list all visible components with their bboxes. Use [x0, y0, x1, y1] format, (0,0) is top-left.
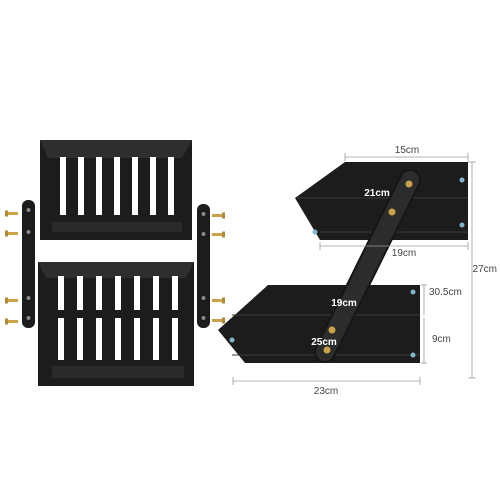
top-shelf-screw	[459, 177, 465, 183]
bottom-basket-slot	[172, 276, 178, 310]
screw-icon	[328, 326, 336, 334]
label-front-height: 9cm	[432, 334, 451, 345]
strap-bar	[22, 200, 35, 328]
strap-face	[316, 171, 419, 361]
screw-icon	[5, 210, 18, 217]
top-shelf-body	[295, 162, 468, 240]
screw-icon	[212, 231, 225, 238]
screw-icon	[405, 180, 413, 188]
top-shelf-screw	[459, 222, 465, 228]
bottom-basket-slot	[96, 276, 102, 310]
screw-icon	[5, 230, 18, 237]
label-top-inner-width: 21cm	[364, 188, 390, 199]
bottom-basket-slot	[134, 276, 140, 310]
top-basket-slot	[168, 157, 174, 215]
bottom-basket	[38, 262, 194, 386]
bottom-basket-slot	[115, 318, 121, 360]
strap-hole	[201, 232, 206, 236]
strap-hole	[26, 208, 31, 212]
label-bottom-inner-width: 19cm	[331, 298, 357, 309]
diagonal-strap	[314, 169, 421, 363]
left-strap	[22, 200, 35, 328]
bottom-shelf-screw	[410, 289, 416, 295]
bottom-basket-slot	[134, 318, 140, 360]
screw-icon	[212, 317, 225, 324]
screw-icon	[388, 208, 396, 216]
top-basket-slot	[132, 157, 138, 215]
top-basket	[40, 140, 192, 240]
bottom-basket-slot	[77, 276, 83, 310]
bottom-shelf-screw	[410, 352, 416, 358]
screw-icon	[212, 212, 225, 219]
bottom-basket-slot	[58, 318, 64, 360]
bottom-basket-slot	[153, 276, 159, 310]
bottom-basket-slot	[58, 276, 64, 310]
top-shelf-screw	[312, 229, 318, 235]
screw-icon	[5, 318, 18, 325]
label-base-width: 23cm	[314, 386, 338, 397]
right-strap	[197, 204, 210, 328]
strap-hole	[26, 316, 31, 320]
top-basket-slot	[78, 157, 84, 215]
strap-hole	[201, 296, 206, 300]
top-basket-rim	[40, 140, 192, 158]
strap-hole	[26, 296, 31, 300]
screws-group	[5, 210, 225, 325]
screw-icon	[5, 297, 18, 304]
dimension-lines	[232, 153, 476, 385]
bottom-basket-slot	[77, 318, 83, 360]
label-total-height: 27cm	[473, 264, 497, 275]
assembled-group: 21cm 19cm 25cm 15cm 19cm 27cm 30.5cm	[218, 145, 497, 397]
bottom-basket-slot	[96, 318, 102, 360]
screw-icon	[323, 346, 331, 354]
top-basket-slot	[150, 157, 156, 215]
label-side-height: 30.5cm	[429, 287, 462, 298]
top-basket-slot	[114, 157, 120, 215]
top-basket-slot	[60, 157, 66, 215]
bottom-basket-slot	[153, 318, 159, 360]
screw-icon	[212, 297, 225, 304]
label-top-bottom-width: 19cm	[392, 248, 416, 259]
bottom-basket-rim	[38, 262, 194, 278]
bottom-basket-slot	[115, 276, 121, 310]
bottom-basket-base	[52, 366, 184, 378]
strap-hole	[201, 316, 206, 320]
top-basket-base	[52, 222, 182, 232]
top-shelf	[295, 162, 468, 240]
bottom-shelf-screw	[229, 337, 235, 343]
bottom-shelf-body	[218, 285, 420, 363]
label-top-width: 15cm	[395, 145, 419, 156]
strap-bar	[197, 204, 210, 328]
parts-group	[5, 140, 225, 386]
bottom-basket-slot	[172, 318, 178, 360]
strap-hole	[26, 230, 31, 234]
strap-hole	[201, 212, 206, 216]
top-basket-slot	[96, 157, 102, 215]
label-bottom-inner-length: 25cm	[311, 337, 337, 348]
